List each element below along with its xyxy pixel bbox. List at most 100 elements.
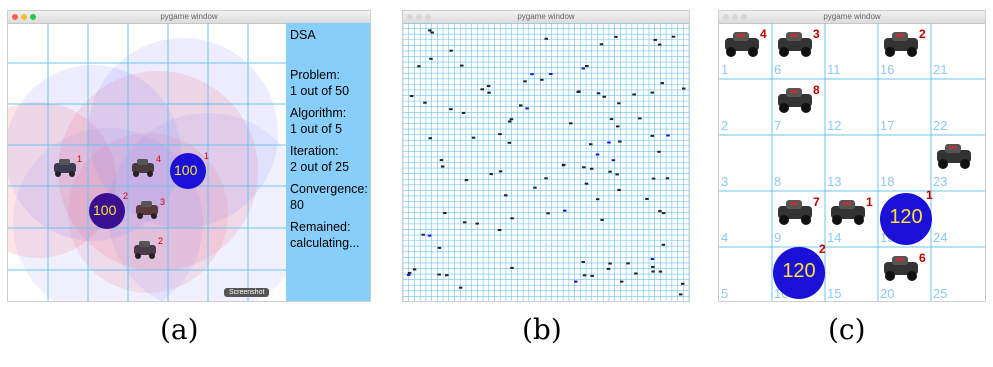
robot-car-icon bbox=[523, 80, 527, 83]
robot-car-icon bbox=[650, 134, 654, 137]
cell-number: 1 bbox=[721, 62, 729, 77]
robot-car-icon bbox=[682, 87, 686, 90]
zoom-window-button[interactable] bbox=[741, 14, 747, 20]
robot-label: 1 bbox=[866, 195, 873, 209]
field-c bbox=[719, 23, 985, 301]
robot-car-icon bbox=[409, 95, 414, 97]
robot-car-icon bbox=[616, 125, 620, 128]
pygame-window-a: pygame window bbox=[7, 10, 371, 302]
robot-label: 4 bbox=[760, 27, 767, 41]
close-window-button[interactable] bbox=[407, 14, 413, 20]
robot-car-icon bbox=[530, 73, 534, 76]
robot-car-icon bbox=[498, 170, 503, 173]
robot-car-icon bbox=[615, 173, 619, 176]
robot-car-icon bbox=[546, 212, 550, 215]
robot-car-icon bbox=[776, 85, 816, 115]
target-value: 120 bbox=[782, 260, 816, 282]
robot-car-icon bbox=[599, 43, 604, 46]
cell-number: 13 bbox=[827, 174, 842, 189]
grid bbox=[8, 23, 286, 301]
window-title: pygame window bbox=[517, 12, 575, 21]
robot-car-icon bbox=[619, 280, 624, 283]
robot-car-icon bbox=[134, 241, 156, 259]
robot-car-icon bbox=[723, 29, 763, 59]
robot-car-icon bbox=[509, 118, 514, 121]
robot-car-icon bbox=[632, 93, 636, 96]
cell-number: 24 bbox=[933, 230, 948, 245]
problem-label: Problem: bbox=[290, 68, 341, 82]
robot-car-icon bbox=[651, 177, 656, 180]
target-circle bbox=[880, 193, 932, 245]
robot-car-icon bbox=[651, 265, 655, 268]
robot-car-icon bbox=[525, 107, 529, 110]
minimize-window-button[interactable] bbox=[732, 14, 738, 20]
robot-car-icon bbox=[437, 273, 441, 276]
robot-car-icon bbox=[658, 210, 662, 213]
zoom-window-button[interactable] bbox=[30, 14, 36, 20]
zoom-window-button[interactable] bbox=[425, 14, 431, 20]
remained-label: Remained: bbox=[290, 220, 351, 234]
robot-car-icon bbox=[440, 165, 445, 168]
robot-label: 4 bbox=[156, 154, 162, 164]
robot-car-icon bbox=[486, 85, 491, 87]
robot-car-icon bbox=[602, 95, 606, 98]
robot-label: 7 bbox=[813, 195, 820, 209]
robot-label: 6 bbox=[919, 251, 926, 265]
close-window-button[interactable] bbox=[723, 14, 729, 20]
status-panel: DSA Problem: 1 out of 50 Algorithm: 1 ou… bbox=[286, 23, 370, 301]
cell-number: 23 bbox=[933, 174, 948, 189]
cell-number: 7 bbox=[774, 118, 782, 133]
robot-car-icon bbox=[475, 222, 479, 225]
simulation-canvas: 1234567891011121314151617181920212223242… bbox=[719, 23, 985, 301]
robot-car-icon bbox=[776, 29, 816, 59]
simulation-canvas bbox=[403, 23, 689, 301]
robot-car-icon bbox=[617, 102, 621, 105]
robot-car-icon bbox=[445, 274, 449, 277]
robot-car-icon bbox=[653, 38, 657, 41]
robot-car-icon bbox=[489, 173, 493, 176]
robot-car-icon bbox=[609, 118, 614, 121]
robot-label: 3 bbox=[160, 197, 166, 207]
target-circle bbox=[773, 247, 825, 299]
robot-car-icon bbox=[510, 217, 514, 220]
robot-car-icon bbox=[590, 274, 594, 277]
robot-car-icon bbox=[480, 88, 484, 91]
cell-number: 17 bbox=[880, 118, 895, 133]
robot-car-icon bbox=[661, 212, 666, 215]
robot-car-icon bbox=[651, 270, 655, 273]
robot-car-icon bbox=[563, 209, 567, 212]
pygame-window-b: pygame window bbox=[402, 10, 690, 302]
robot-car-icon bbox=[657, 43, 662, 46]
grid bbox=[719, 23, 985, 301]
cell-number: 2 bbox=[721, 118, 729, 133]
robot-car-icon bbox=[657, 150, 661, 153]
minimize-window-button[interactable] bbox=[416, 14, 422, 20]
field-b bbox=[403, 23, 689, 301]
robot-car-icon bbox=[460, 64, 464, 67]
robot-car-icon bbox=[596, 92, 601, 95]
robot-car-icon bbox=[589, 143, 593, 146]
algorithm-value: 1 out of 5 bbox=[290, 122, 343, 136]
minimize-window-button[interactable] bbox=[21, 14, 27, 20]
robot-car-icon bbox=[439, 159, 444, 162]
robot-car-icon bbox=[443, 212, 447, 214]
cell-number: 21 bbox=[933, 62, 948, 77]
close-window-button[interactable] bbox=[12, 14, 18, 20]
robot-car-icon bbox=[606, 267, 611, 270]
screenshot-tooltip[interactable]: Screenshot bbox=[224, 288, 270, 297]
robot-car-icon bbox=[650, 91, 654, 94]
robot-car-icon bbox=[608, 262, 612, 265]
problem-value: 1 out of 50 bbox=[290, 84, 350, 98]
robot-car-icon bbox=[421, 233, 425, 236]
robot-car-icon bbox=[650, 258, 655, 261]
robot-car-icon bbox=[661, 243, 666, 246]
robot-car-icon bbox=[574, 280, 578, 283]
robot-car-icon bbox=[544, 177, 548, 180]
robot-label: 8 bbox=[813, 83, 820, 97]
robot-car-icon bbox=[504, 194, 508, 197]
robot-car-icon bbox=[458, 286, 463, 289]
cell-number: 5 bbox=[721, 286, 729, 301]
caption-c: (c) bbox=[828, 313, 866, 346]
target-circle bbox=[170, 153, 206, 189]
robot-car-icon bbox=[614, 35, 618, 38]
